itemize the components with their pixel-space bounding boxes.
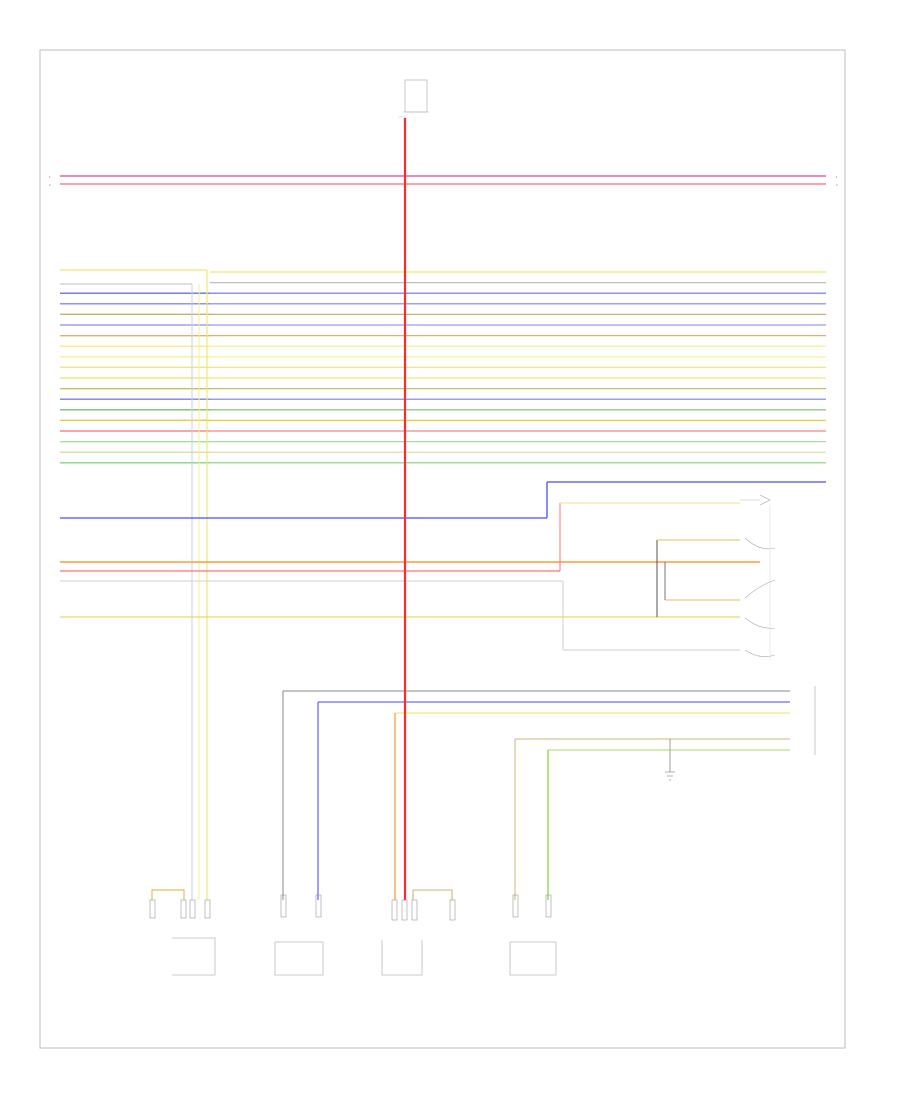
blue-step-wire — [60, 481, 826, 519]
diagram-border — [39, 49, 846, 1049]
bus-main — [60, 271, 826, 464]
svg-text:1: 1 — [836, 175, 838, 179]
left-drop-wires — [60, 269, 208, 900]
svg-text:2: 2 — [49, 183, 51, 187]
bus-top: 1 2 1 2 — [49, 175, 838, 187]
svg-text:2: 2 — [836, 183, 838, 187]
top-component — [398, 79, 429, 118]
bottom-components — [149, 889, 557, 976]
lower-connector-wiring — [282, 686, 816, 900]
side-wires — [60, 502, 760, 651]
right-sensor-wiring — [656, 494, 776, 660]
svg-text:1: 1 — [49, 175, 51, 179]
